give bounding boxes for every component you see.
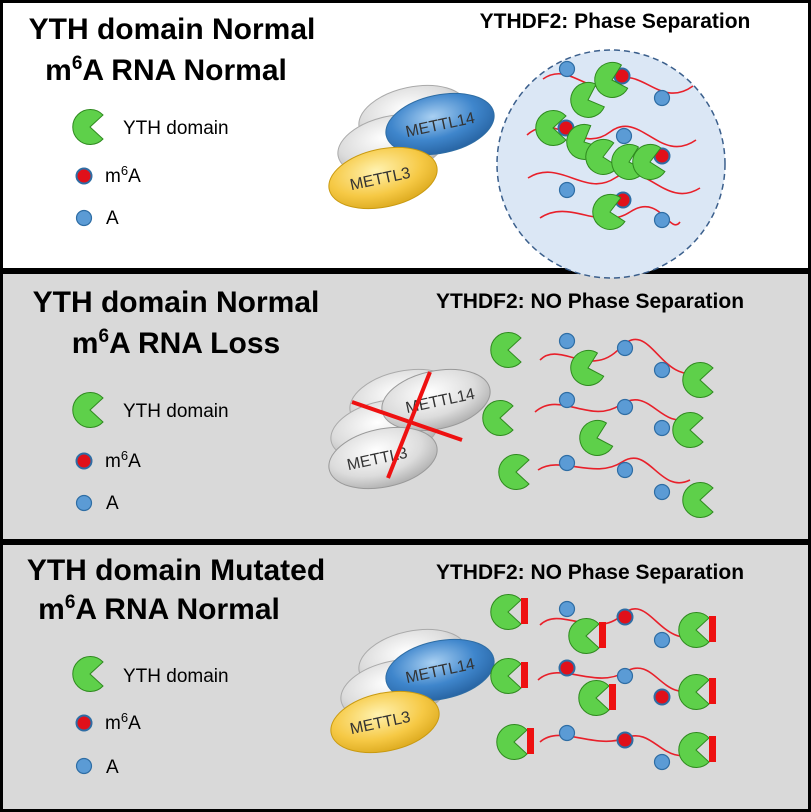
panel-3-title-line2: m6A RNA Normal: [38, 592, 280, 626]
legend-m6a-label: m6A: [105, 448, 141, 472]
legend-a-icon: [75, 757, 93, 775]
panel-2-legend: YTH domain m6A A: [72, 392, 229, 514]
legend-yth-label: YTH domain: [123, 118, 229, 139]
legend-yth-label: YTH domain: [123, 666, 229, 687]
legend-a-icon: [75, 494, 93, 512]
panel-2-title-line2: m6A RNA Loss: [72, 326, 280, 360]
legend-m6a-label: m6A: [105, 163, 141, 187]
panel-2-title-line1: YTH domain Normal: [33, 286, 320, 319]
panel-2-enzyme-complex: METTL14 METTL3: [328, 368, 491, 490]
panel-2: YTH domain Normal m6A RNA Loss YTHDF2: N…: [33, 286, 744, 518]
panel-1-header: YTHDF2: Phase Separation: [480, 10, 751, 33]
mettl3-ellipse: [328, 426, 438, 490]
panel-1-legend: YTH domain m6A A: [72, 109, 229, 229]
legend-a-label: A: [106, 493, 119, 514]
legend-a-label: A: [106, 757, 119, 778]
panel-3-enzyme-complex: METTL14 METTL3: [330, 628, 495, 754]
panel-1-enzyme-complex: METTL14 METTL3: [328, 84, 495, 210]
panel-2-header: YTHDF2: NO Phase Separation: [436, 290, 744, 313]
panel-1-title-line1: YTH domain Normal: [29, 13, 316, 46]
panel-1-title-line2: m6A RNA Normal: [45, 53, 287, 87]
mettl14-ellipse: [385, 638, 495, 702]
legend-m6a-label: m6A: [105, 710, 141, 734]
cross-line-2: [386, 371, 432, 479]
legend-m6a-icon: [75, 714, 93, 732]
cross-line-1: [351, 400, 463, 442]
legend-a-icon: [75, 209, 93, 227]
panel-2-rna-strands: [482, 332, 714, 518]
mettl3-ellipse: [328, 146, 438, 210]
phase-droplet: [496, 49, 726, 279]
panel-1: YTH domain Normal m6A RNA Normal YTHDF2:…: [29, 10, 751, 279]
legend-m6a-icon: [75, 452, 93, 470]
panel-3: YTH domain Mutated m6A RNA Normal YTHDF2…: [27, 554, 744, 778]
legend-a-label: A: [106, 208, 119, 229]
panel-3-legend: YTH domain m6A A: [72, 656, 229, 778]
panel-3-rna-strands: [490, 594, 717, 771]
panel-3-header: YTHDF2: NO Phase Separation: [436, 561, 744, 584]
mettl14-ellipse: [385, 92, 495, 156]
legend-yth-label: YTH domain: [123, 401, 229, 422]
mettl3-ellipse: [330, 690, 440, 754]
panel-3-title-line1: YTH domain Mutated: [27, 554, 325, 587]
legend-m6a-icon: [75, 167, 93, 185]
